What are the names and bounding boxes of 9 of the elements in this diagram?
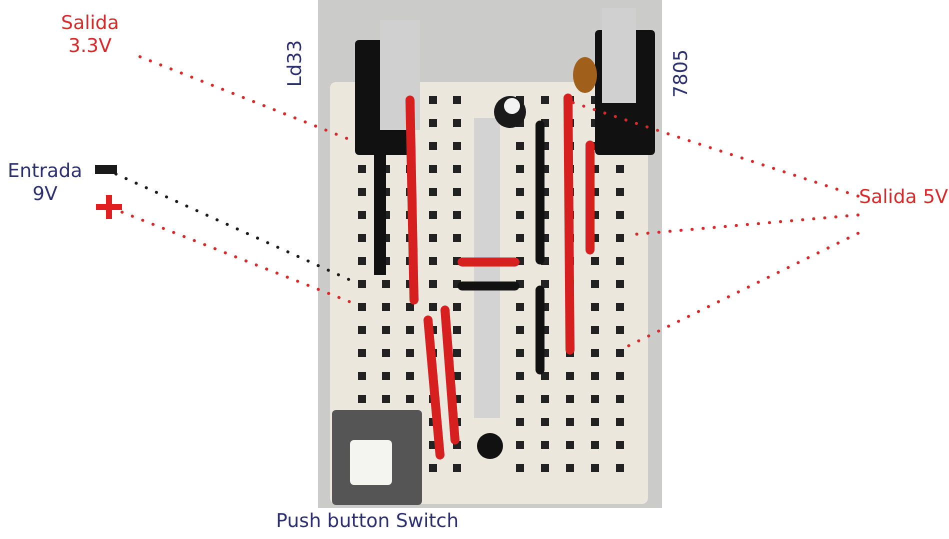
output-label: Salida 5V bbox=[858, 186, 949, 236]
leader-line bbox=[114, 172, 352, 282]
output-label: Salida 3.3V bbox=[40, 12, 140, 62]
part-label: 7805 bbox=[670, 49, 693, 98]
plus-sign-icon bbox=[96, 195, 122, 219]
minus-sign-icon bbox=[95, 165, 117, 174]
part-label: Ld33 bbox=[284, 40, 307, 87]
input-label: Entrada 9V bbox=[6, 160, 84, 206]
part-label: Push button Switch bbox=[276, 510, 459, 533]
